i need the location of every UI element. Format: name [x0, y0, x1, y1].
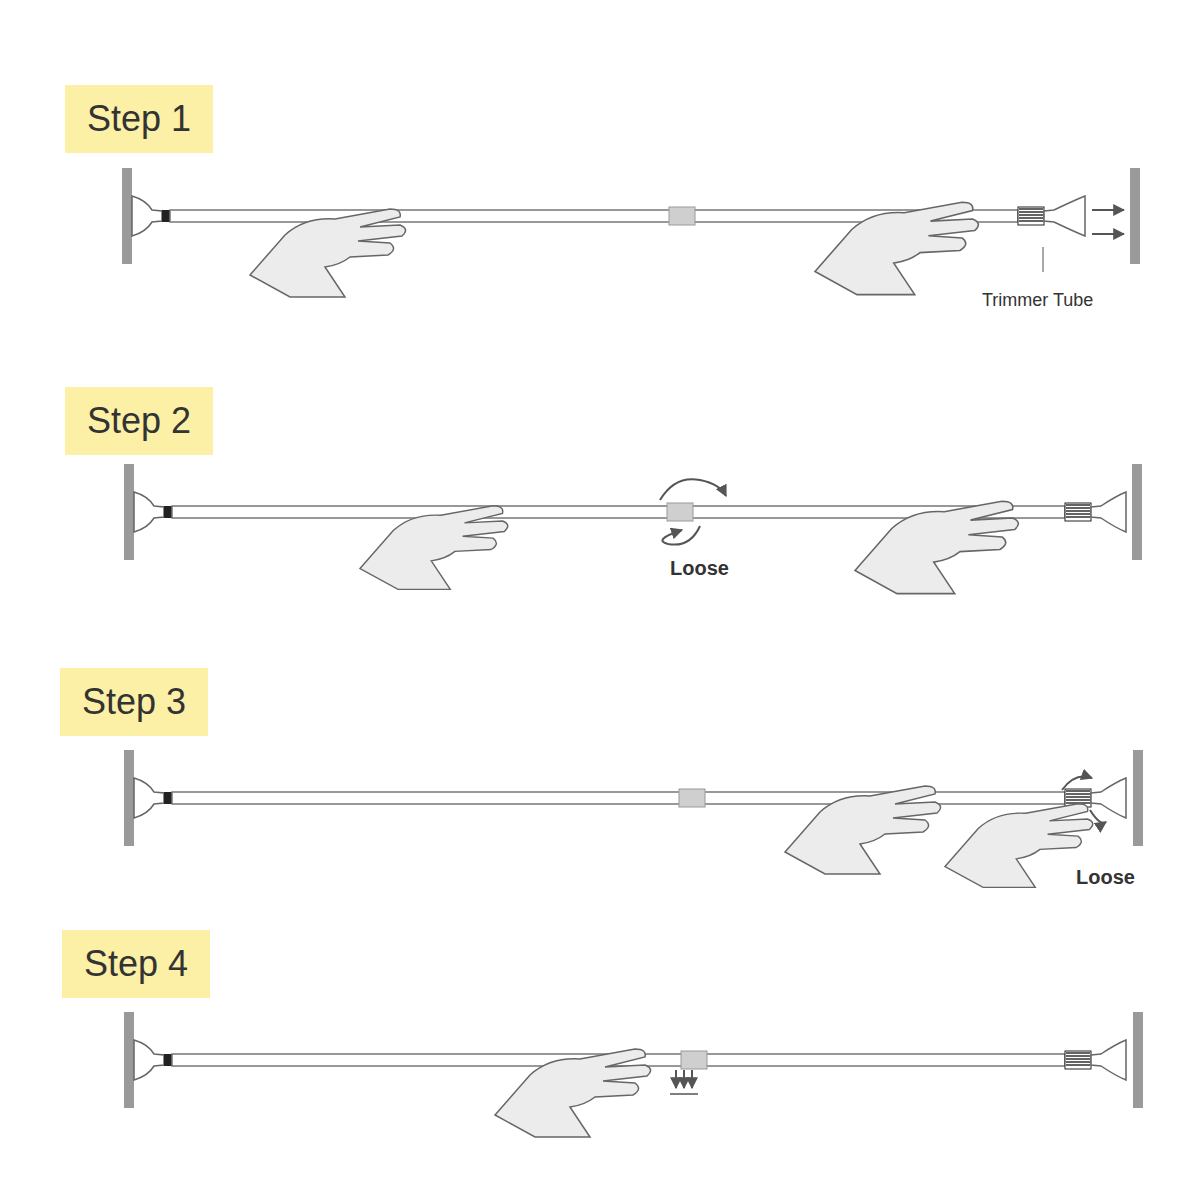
step-badge: Step 2: [65, 387, 213, 455]
motion-arrow: [1090, 810, 1106, 823]
step-label: Step 1: [87, 98, 191, 140]
step-badge: Step 3: [60, 668, 208, 736]
hand: [785, 786, 941, 874]
hand: [495, 1049, 651, 1137]
motion-arrow: [675, 1070, 677, 1088]
trimmer-ridge: [1066, 513, 1090, 514]
wall: [124, 1012, 134, 1108]
suction-cup: [134, 778, 164, 818]
lock-sleeve: [681, 1051, 707, 1069]
trimmer-ridge: [1066, 1052, 1090, 1053]
suction-cup: [134, 1040, 164, 1080]
part-name: Trimmer Tube: [980, 290, 1095, 311]
hand: [815, 202, 978, 294]
trimmer-ridge: [1066, 790, 1090, 791]
trimmer-ridge: [1066, 793, 1090, 794]
motion-arrow: [660, 479, 726, 500]
suction-cup: [1091, 778, 1126, 818]
trimmer-tube: [1065, 1051, 1091, 1069]
wall: [1133, 750, 1143, 846]
wall: [1132, 464, 1142, 560]
action-note: Loose: [668, 557, 731, 580]
trimmer-tube: [1065, 503, 1091, 521]
step-label: Step 2: [87, 400, 191, 442]
step-badge: Step 4: [62, 930, 210, 998]
motion-arrow: [1092, 209, 1124, 211]
motion-arrow: [683, 1070, 685, 1088]
trimmer-tube: [1018, 207, 1044, 225]
lock-sleeve: [679, 789, 705, 807]
trimmer-ridge: [1066, 507, 1090, 508]
trimmer-ridge: [1066, 504, 1090, 505]
suction-cup: [132, 196, 162, 236]
step-badge: Step 1: [65, 85, 213, 153]
trimmer-ridge: [1019, 211, 1043, 212]
rod-collar: [164, 792, 172, 804]
rod-collar: [164, 506, 172, 518]
trimmer-ridge: [1066, 796, 1090, 797]
hand: [945, 804, 1093, 888]
motion-arrow: [1062, 777, 1092, 791]
action-note: Loose: [1074, 866, 1137, 889]
suction-cup: [1091, 1040, 1126, 1080]
trimmer-ridge: [1066, 1055, 1090, 1056]
lock-sleeve: [669, 207, 695, 225]
wall: [124, 464, 134, 560]
wall: [122, 168, 132, 264]
trimmer-ridge: [1019, 220, 1043, 221]
wall: [1130, 168, 1140, 264]
wall: [1133, 1012, 1143, 1108]
motion-arrow: [662, 526, 700, 545]
trimmer-ridge: [1019, 208, 1043, 209]
lock-sleeve: [667, 503, 693, 521]
leader-line: [1043, 247, 1044, 272]
trimmer-ridge: [1066, 516, 1090, 517]
hand: [360, 506, 508, 590]
trimmer-ridge: [1066, 1058, 1090, 1059]
suction-cup: [1044, 196, 1085, 236]
suction-cup: [134, 492, 164, 532]
trimmer-ridge: [1066, 799, 1090, 800]
trimmer-ridge: [1019, 217, 1043, 218]
motion-arrow: [1092, 233, 1124, 235]
step-label: Step 4: [84, 943, 188, 985]
trimmer-ridge: [1066, 510, 1090, 511]
pressure-base: [670, 1093, 698, 1095]
suction-cup: [1091, 492, 1126, 532]
wall: [124, 750, 134, 846]
trimmer-ridge: [1066, 1061, 1090, 1062]
step-label: Step 3: [82, 681, 186, 723]
motion-arrow: [691, 1070, 693, 1088]
rod-collar: [164, 1054, 172, 1066]
hand: [250, 209, 406, 297]
trimmer-ridge: [1019, 214, 1043, 215]
hand: [855, 501, 1018, 593]
rod-collar: [162, 210, 170, 222]
trimmer-ridge: [1066, 1064, 1090, 1065]
